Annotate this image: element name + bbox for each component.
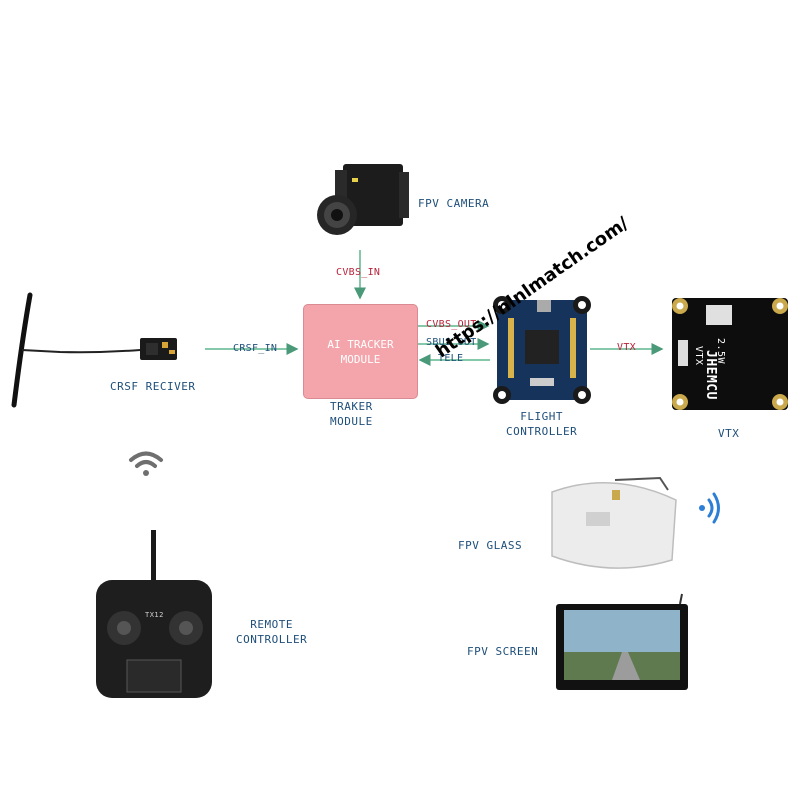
fpv-glass-label: FPV GLASS <box>458 539 523 552</box>
fpv-camera-image <box>317 164 409 235</box>
crsf-receiver-image <box>11 292 177 408</box>
vtx-image <box>672 298 788 410</box>
remote-controller-label: REMOTE CONTROLLER <box>236 618 308 646</box>
tracker-box-line-1: AI TRACKER <box>327 337 394 351</box>
flight-controller-image <box>493 296 591 404</box>
tele-label: TELE <box>438 353 464 364</box>
fpv-camera-label: FPV CAMERA <box>418 197 490 210</box>
vtx-type-marking: VTX <box>693 346 704 366</box>
vtx-signal-label: VTX <box>617 342 636 353</box>
crsf-receiver-label: CRSF RECIVER <box>110 380 196 393</box>
vtx-label: VTX <box>718 427 740 440</box>
fpv-glass-image <box>551 476 677 569</box>
tracker-module-caption: TRAKER MODULE <box>330 400 373 428</box>
signal-icon <box>699 492 720 524</box>
tracker-box-line-2: MODULE <box>340 352 381 366</box>
sbus-out-label: SBUS_OUT <box>426 337 477 348</box>
flight-controller-label: FLIGHT CONTROLLER <box>506 410 578 438</box>
vtx-power-marking: 2.5W <box>715 338 726 365</box>
fpv-screen-label: FPV SCREEN <box>467 645 539 658</box>
ai-tracker-module-box: AI TRACKER MODULE <box>303 304 418 399</box>
cvbs-out-label: CVBS_OUT <box>426 319 477 330</box>
wifi-icon <box>129 451 163 476</box>
remote-model-marking: TX12 <box>145 611 164 619</box>
remote-controller-image <box>96 530 212 698</box>
crsf-in-label: CRSF_IN <box>233 343 278 354</box>
cvbs-in-label: CVBS_IN <box>336 267 381 278</box>
fpv-screen-image <box>556 593 688 690</box>
